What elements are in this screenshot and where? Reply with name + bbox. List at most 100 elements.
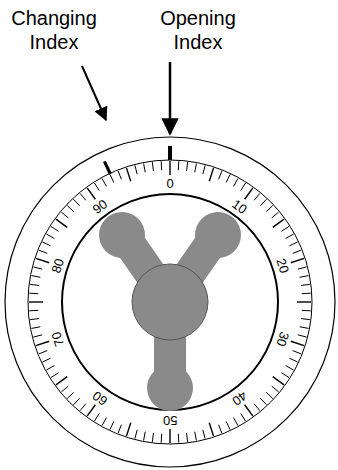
dial-tick — [226, 421, 230, 429]
dial-tick — [161, 434, 163, 443]
dial-tick — [29, 293, 38, 295]
dial-ticks — [29, 161, 311, 443]
dial-tick — [33, 335, 42, 337]
dial-tick — [195, 432, 197, 441]
dial-tick — [234, 178, 238, 186]
dial-tick — [39, 250, 47, 253]
dial-tick — [293, 250, 301, 253]
dial-tick — [80, 404, 86, 411]
dial-tick — [126, 423, 130, 436]
dial-tick — [273, 377, 284, 385]
dial-tick — [301, 319, 310, 320]
dial-tick — [187, 433, 188, 442]
dial-tick — [46, 366, 54, 370]
dial-tick — [293, 351, 301, 354]
dial-tick — [302, 310, 311, 312]
dial-tick — [42, 358, 50, 362]
dial-tick — [260, 398, 266, 405]
dial-tick — [51, 373, 59, 378]
dial-tick — [56, 377, 67, 385]
dial-tick — [32, 327, 41, 329]
dial-tick — [94, 413, 99, 421]
dial-tick — [152, 433, 153, 442]
dial-tick — [254, 404, 260, 411]
dial-tick — [245, 188, 253, 199]
dial-tick — [56, 219, 67, 227]
dial-tick — [144, 432, 146, 441]
dial-tick — [110, 174, 114, 182]
dial-tick — [209, 423, 213, 436]
dial-number: 0 — [166, 177, 173, 191]
dial-tick — [291, 341, 304, 345]
dial-tick — [67, 205, 74, 211]
dial-tick — [286, 234, 294, 238]
dial-tick — [94, 183, 99, 191]
dial-tick — [219, 425, 222, 433]
dial-tick — [254, 193, 260, 200]
dial-tick — [30, 319, 39, 320]
dial-tick — [87, 405, 95, 416]
dial-tick — [73, 398, 79, 405]
spindle-hub — [99, 212, 241, 411]
dial-tick — [135, 430, 137, 439]
dial-tick — [118, 425, 121, 433]
dial-tick — [297, 301, 311, 302]
dial-tick — [178, 161, 180, 170]
dial-tick — [266, 205, 273, 211]
dial-tick — [36, 341, 49, 345]
dial-tick — [281, 226, 289, 231]
dial-tick — [126, 168, 130, 181]
dial-tick — [51, 226, 59, 231]
dial-tick — [298, 335, 307, 337]
dial-tick — [272, 212, 279, 218]
dial-tick — [234, 418, 238, 426]
dial-tick — [266, 392, 273, 398]
leader-arrow — [169, 62, 172, 134]
dial-tick — [241, 413, 246, 421]
dial-tick — [178, 434, 180, 443]
dial-tick — [281, 373, 289, 378]
dial-edge — [28, 160, 312, 444]
dial-tick — [33, 267, 42, 269]
dial-tick — [272, 386, 279, 392]
dial-tick — [300, 327, 309, 329]
dial-tick — [102, 418, 106, 426]
dial-tick — [32, 276, 41, 278]
dial-tick — [46, 234, 54, 238]
dial-tick — [298, 267, 307, 269]
dial-tick — [30, 284, 39, 285]
dial-number: 50 — [163, 413, 177, 427]
changing-index-label: Changing Index — [2, 6, 106, 54]
opening-index — [168, 146, 172, 160]
dial-tick — [203, 165, 205, 174]
dial-tick — [152, 162, 153, 171]
dial-tick — [226, 174, 230, 182]
dial-tick — [286, 366, 294, 370]
dial-tick — [241, 183, 246, 191]
dial-tick — [209, 168, 213, 181]
dial-tick — [135, 165, 137, 174]
dial-tick — [260, 199, 266, 206]
dial-tick — [144, 164, 146, 173]
dial-tick — [61, 212, 68, 218]
dial-tick — [273, 219, 284, 227]
dial-tick — [39, 351, 47, 354]
dial-tick — [302, 293, 311, 295]
dial-tick — [73, 199, 79, 206]
dial-tick — [195, 164, 197, 173]
dial-tick — [102, 178, 106, 186]
inner-ring — [62, 194, 278, 410]
changing-index — [104, 161, 110, 174]
dial-tick — [161, 161, 163, 170]
dial-tick — [300, 276, 309, 278]
dial-tick — [29, 301, 43, 302]
outer-ring — [5, 137, 335, 467]
dial-tick — [289, 358, 297, 362]
opening-index-label: Opening Index — [150, 6, 246, 54]
dial-tick — [301, 284, 310, 285]
dial-tick — [289, 242, 297, 246]
dial-tick — [87, 188, 95, 199]
dial-tick — [80, 193, 86, 200]
dial-tick — [110, 421, 114, 429]
